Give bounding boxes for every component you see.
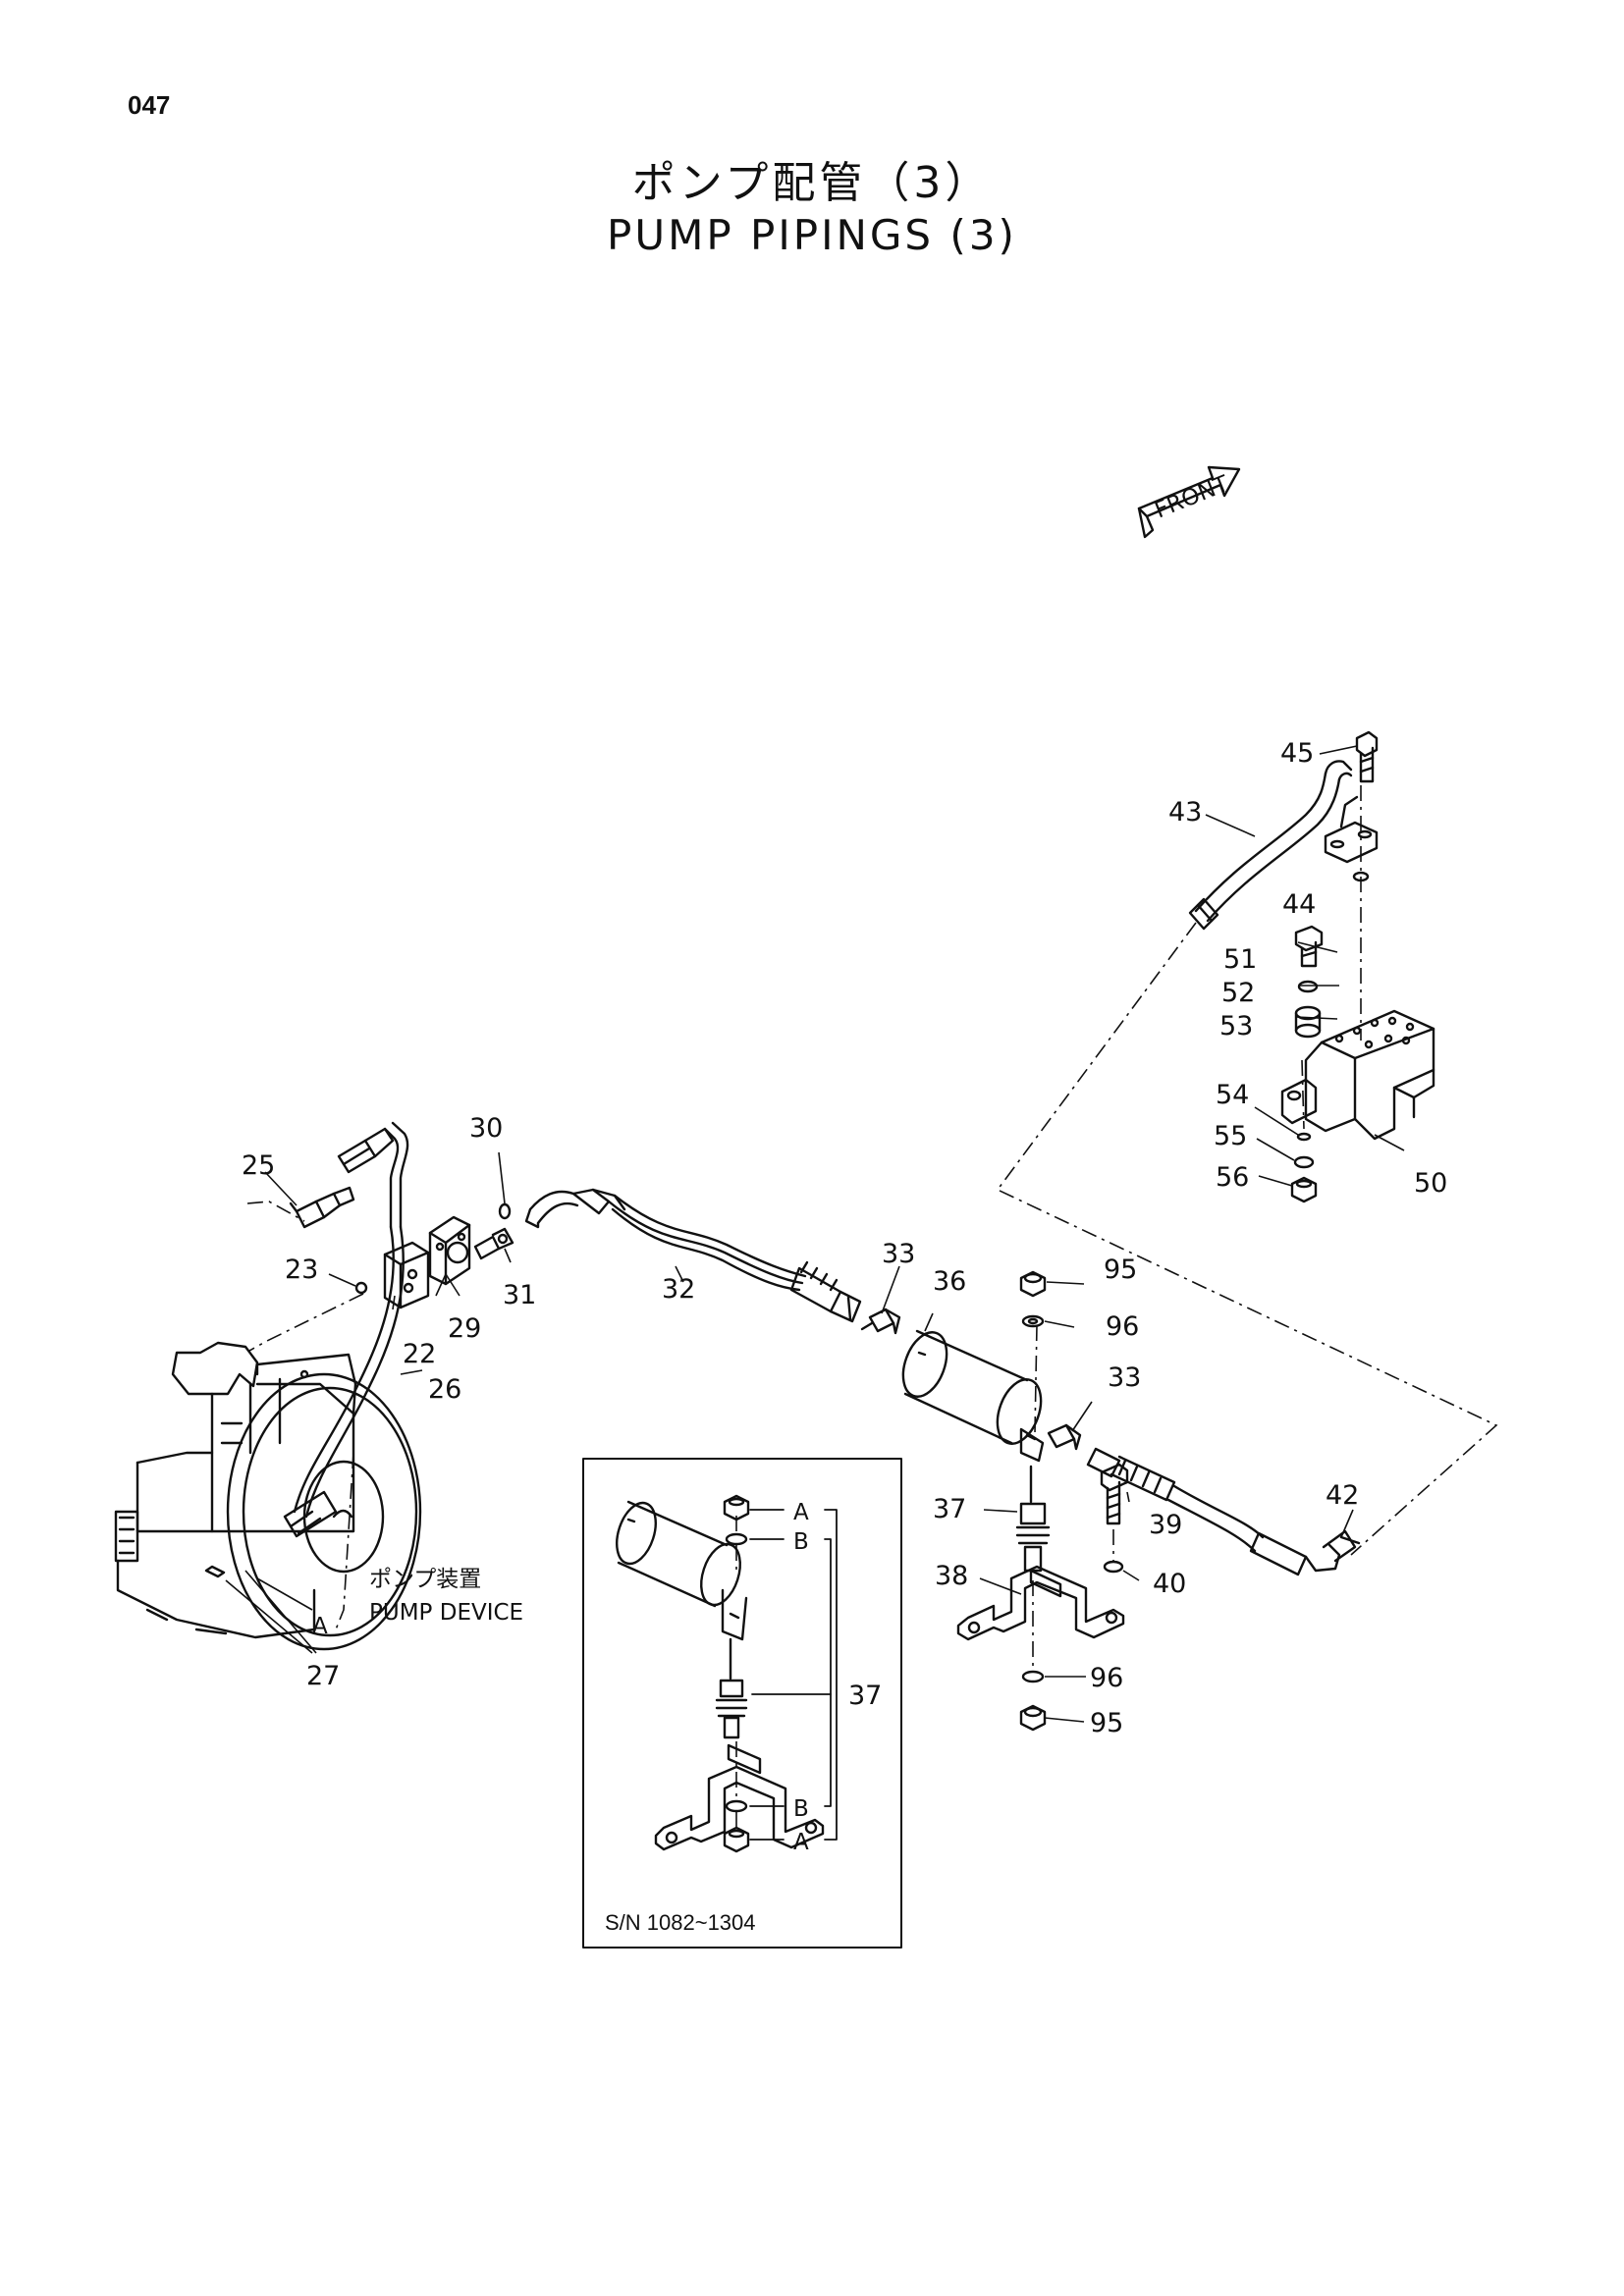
callout-96-bottom: 96 (1090, 1663, 1123, 1693)
leader-lines (225, 745, 1405, 1723)
valve-block-50 (1280, 1009, 1435, 1141)
inset-marker-b-top: B (793, 1529, 809, 1555)
callout-33-left: 33 (882, 1239, 915, 1269)
callout-42: 42 (1326, 1480, 1359, 1511)
inset-nut-a-top (723, 1494, 750, 1522)
o-ring-30 (498, 1202, 512, 1220)
nut-95-top (1019, 1270, 1047, 1298)
inset-nut-a-bottom (723, 1826, 750, 1853)
hose-32 (524, 1188, 862, 1323)
page-code: 047 (128, 90, 171, 120)
washer-96-top (1021, 1314, 1045, 1328)
callout-54: 54 (1216, 1080, 1249, 1110)
pump-device-label-japanese: ポンプ装置 (369, 1567, 481, 1592)
inset-marker-a-bottom: A (793, 1830, 809, 1855)
adapter-33-right (1047, 1423, 1082, 1451)
o-ring-54 (1296, 1132, 1312, 1142)
callout-50: 50 (1414, 1168, 1447, 1199)
inset-leaders (749, 1509, 838, 1841)
callout-23: 23 (285, 1255, 318, 1285)
collar-53 (1294, 1005, 1322, 1039)
callout-53: 53 (1219, 1011, 1253, 1041)
flange-22 (383, 1241, 430, 1309)
hose-42 (1086, 1447, 1361, 1576)
callout-27: 27 (306, 1661, 340, 1691)
callout-30: 30 (469, 1113, 503, 1144)
inset-filter-assembly (616, 1500, 825, 1851)
o-ring-23 (354, 1281, 368, 1295)
callout-51: 51 (1223, 944, 1257, 975)
callout-37: 37 (933, 1494, 966, 1524)
callout-56: 56 (1216, 1162, 1249, 1193)
callout-36: 36 (933, 1266, 966, 1297)
page-title-japanese: ポンプ配管（3） (631, 158, 993, 208)
adapter-33-left (860, 1308, 901, 1335)
inset-washer-b-bottom (725, 1799, 748, 1813)
callout-39: 39 (1149, 1510, 1182, 1540)
callout-25: 25 (242, 1150, 275, 1181)
bolt-39 (1100, 1463, 1129, 1525)
callout-95-bottom: 95 (1090, 1708, 1123, 1738)
pump-device-label-english: PUMP DEVICE (369, 1600, 523, 1626)
washer-55 (1293, 1155, 1315, 1169)
marker-a-pump: A (312, 1614, 328, 1639)
callout-22: 22 (403, 1339, 436, 1369)
front-label: FRONT (1152, 471, 1233, 524)
callout-52: 52 (1221, 978, 1255, 1008)
callout-29: 29 (448, 1313, 481, 1344)
callout-26: 26 (428, 1374, 461, 1405)
inset-frame (582, 1458, 902, 1949)
washer-52 (1297, 980, 1319, 993)
connector-31 (473, 1227, 514, 1260)
callout-40: 40 (1153, 1569, 1186, 1599)
inset-washer-b-top (725, 1532, 748, 1546)
bolt-51 (1294, 925, 1324, 968)
callout-45: 45 (1280, 738, 1314, 769)
washer-40 (1103, 1560, 1124, 1574)
inset-marker-a-top: A (793, 1500, 809, 1525)
callout-44: 44 (1282, 889, 1316, 920)
callout-95-top: 95 (1104, 1255, 1137, 1285)
bracket-38 (956, 1565, 1125, 1641)
callout-43: 43 (1168, 797, 1202, 828)
front-arrow-icon (1137, 465, 1241, 539)
page-title-english: PUMP PIPINGS (3) (607, 211, 1017, 259)
nut-95-bottom (1019, 1704, 1047, 1732)
callout-32: 32 (662, 1274, 695, 1305)
pipe-43 (1188, 760, 1379, 931)
callout-37-inset: 37 (848, 1681, 882, 1711)
inset-serial-range: S/N 1082~1304 (605, 1910, 756, 1935)
nut-56 (1290, 1176, 1318, 1203)
fitting-25 (289, 1186, 355, 1229)
damper-37 (1015, 1465, 1051, 1573)
inset-marker-b-bottom: B (793, 1796, 809, 1822)
callout-55: 55 (1214, 1121, 1247, 1151)
callout-33-right: 33 (1108, 1362, 1141, 1393)
filter-36 (901, 1329, 1045, 1463)
washer-96-bottom (1021, 1670, 1045, 1683)
hose-26 (283, 1121, 409, 1538)
flow-guide-lines (246, 785, 1498, 1830)
callout-31: 31 (503, 1280, 536, 1310)
callout-96-top: 96 (1106, 1311, 1139, 1342)
plate-29 (428, 1215, 471, 1286)
callout-38: 38 (935, 1561, 968, 1591)
bolt-45 (1355, 730, 1379, 783)
